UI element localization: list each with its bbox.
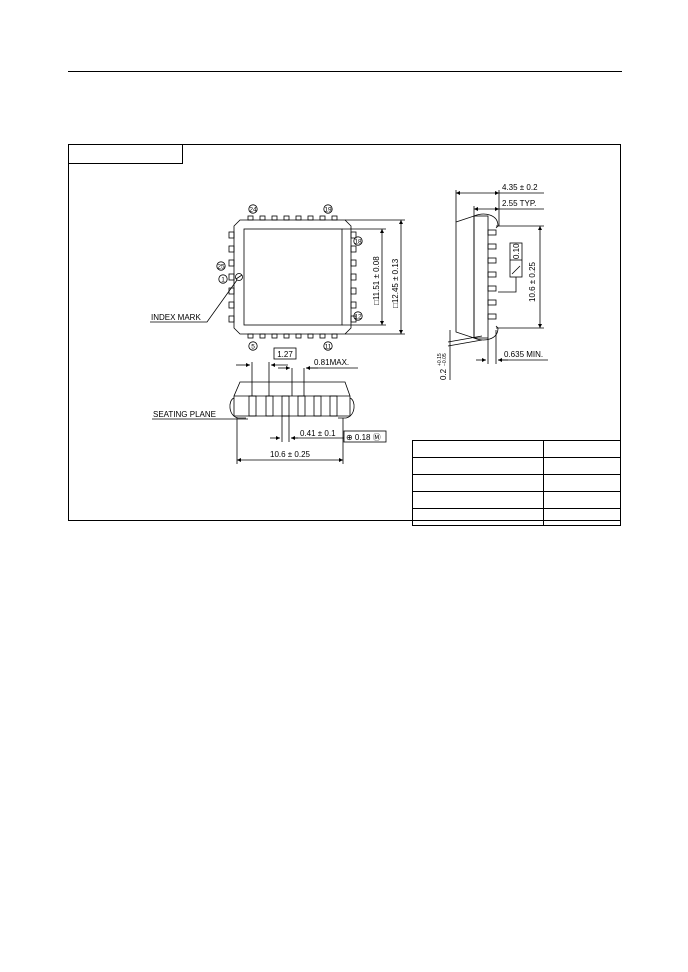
drawing-frame bbox=[68, 144, 621, 521]
top-view-left-pins bbox=[228, 231, 235, 323]
tolerance-frame-box bbox=[343, 430, 387, 443]
dim-lead-max: 0.81MAX. bbox=[314, 358, 349, 367]
dim-lead-span: 10.6 ± 0.25 bbox=[528, 261, 537, 302]
front-view bbox=[152, 347, 387, 464]
table-cell bbox=[412, 457, 544, 475]
dim-overall-width: 10.6 ± 0.25 bbox=[270, 450, 311, 459]
index-mark-label: INDEX MARK bbox=[151, 313, 201, 322]
side-view-leads bbox=[487, 229, 497, 320]
table-cell bbox=[412, 474, 544, 492]
dim-inner-body: □11.51 ± 0.08 bbox=[372, 256, 381, 305]
page-header-rule bbox=[68, 71, 622, 72]
top-view-inner-body bbox=[243, 228, 343, 326]
side-view bbox=[447, 190, 548, 380]
top-view-top-pins bbox=[247, 215, 338, 221]
dim-foot: 0.2 bbox=[439, 368, 448, 380]
table-cell bbox=[543, 440, 621, 458]
dim-foot-tol-minus: −0.05 bbox=[442, 353, 448, 366]
dim-pitch: 1.27 bbox=[277, 350, 293, 359]
top-view-pin-labels: 24 19 18 25 1 12 5 11 bbox=[217, 207, 362, 351]
top-view-bottom-pins bbox=[247, 333, 338, 339]
pin-label-24: 24 bbox=[249, 207, 257, 214]
table-row bbox=[412, 457, 621, 475]
package-info-table bbox=[412, 440, 621, 526]
drawing-title-box bbox=[68, 144, 183, 164]
pin-label-18: 18 bbox=[354, 239, 362, 246]
top-view bbox=[150, 204, 405, 351]
pin-label-25: 25 bbox=[217, 264, 225, 271]
pin-label-1: 1 bbox=[221, 277, 225, 284]
table-cell bbox=[543, 457, 621, 475]
index-mark-leader bbox=[150, 279, 238, 323]
dim-height: 4.35 ± 0.2 bbox=[502, 183, 538, 192]
pin-label-5: 5 bbox=[251, 344, 255, 351]
table-cell bbox=[543, 491, 621, 509]
index-mark-icon bbox=[235, 273, 243, 281]
top-view-right-pins bbox=[350, 231, 357, 323]
pin-label-19: 19 bbox=[324, 207, 332, 214]
pin-label-12: 12 bbox=[354, 314, 362, 321]
dim-outer-body: □12.45 ± 0.13 bbox=[391, 258, 400, 308]
table-cell bbox=[543, 474, 621, 492]
table-cell bbox=[412, 440, 544, 458]
seating-plane-label: SEATING PLANE bbox=[153, 410, 216, 419]
table-row bbox=[412, 508, 621, 526]
table-cell bbox=[543, 508, 621, 526]
dim-foot-tol-plus: +0.15 bbox=[437, 353, 443, 366]
table-cell bbox=[412, 491, 544, 509]
dim-flatness: 0.10 bbox=[512, 243, 521, 259]
front-view-leads bbox=[248, 395, 338, 417]
dim-lead-width: 0.41 ± 0.1 bbox=[300, 429, 336, 438]
tolerance-frame: ⊕ 0.18 Ⓜ bbox=[346, 433, 381, 442]
table-cell bbox=[412, 508, 544, 526]
table-row bbox=[412, 440, 621, 458]
dim-body-typ: 2.55 TYP. bbox=[502, 199, 536, 208]
pin-label-11: 11 bbox=[325, 344, 332, 351]
pitch-box bbox=[273, 347, 297, 360]
table-row bbox=[412, 474, 621, 492]
table-row bbox=[412, 491, 621, 509]
dim-standoff-min: 0.635 MIN. bbox=[504, 350, 543, 359]
side-view-body bbox=[455, 215, 475, 339]
top-view-body bbox=[233, 219, 352, 335]
